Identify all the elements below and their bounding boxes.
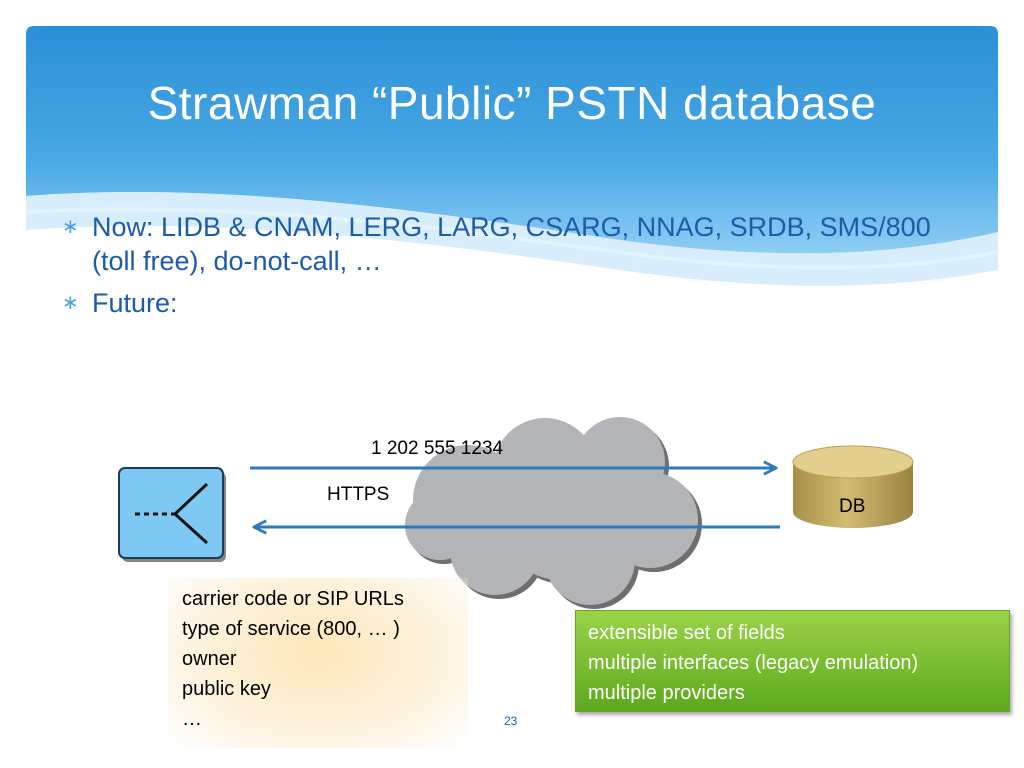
record-field: public key bbox=[182, 678, 271, 700]
bullet-future: ∗ Future: bbox=[62, 286, 942, 320]
property-item: multiple providers bbox=[588, 682, 745, 704]
bullet-future-text: Future: bbox=[92, 288, 178, 318]
asterisk-bullet-icon: ∗ bbox=[62, 292, 79, 314]
cloud-icon bbox=[405, 417, 702, 609]
phone-number-label: 1 202 555 1234 bbox=[371, 438, 504, 459]
record-field: carrier code or SIP URLs bbox=[182, 588, 404, 610]
bullet-now: ∗ Now: LIDB & CNAM, LERG, LARG, CSARG, N… bbox=[62, 210, 942, 278]
bullet-list: ∗ Now: LIDB & CNAM, LERG, LARG, CSARG, N… bbox=[62, 210, 942, 328]
page-number: 23 bbox=[504, 714, 518, 728]
property-item: multiple interfaces (legacy emulation) bbox=[588, 652, 919, 674]
property-item: extensible set of fields bbox=[588, 622, 785, 644]
bullet-now-text: Now: LIDB & CNAM, LERG, LARG, CSARG, NNA… bbox=[92, 212, 931, 276]
db-label: DB bbox=[839, 496, 866, 517]
record-field: type of service (800, … ) bbox=[182, 618, 400, 640]
database-icon bbox=[792, 445, 914, 528]
title-banner bbox=[25, 26, 999, 286]
record-fields-highlight bbox=[168, 578, 468, 748]
record-field: owner bbox=[182, 648, 237, 670]
asterisk-bullet-icon: ∗ bbox=[62, 216, 79, 238]
https-label: HTTPS bbox=[327, 484, 390, 505]
slide-title: Strawman “Public” PSTN database bbox=[147, 77, 877, 129]
properties-callout: extensible set of fields multiple interf… bbox=[575, 610, 1010, 712]
phone-endpoint-icon bbox=[118, 467, 226, 562]
record-field: … bbox=[182, 708, 202, 730]
record-fields-list: carrier code or SIP URLs type of service… bbox=[182, 584, 404, 734]
